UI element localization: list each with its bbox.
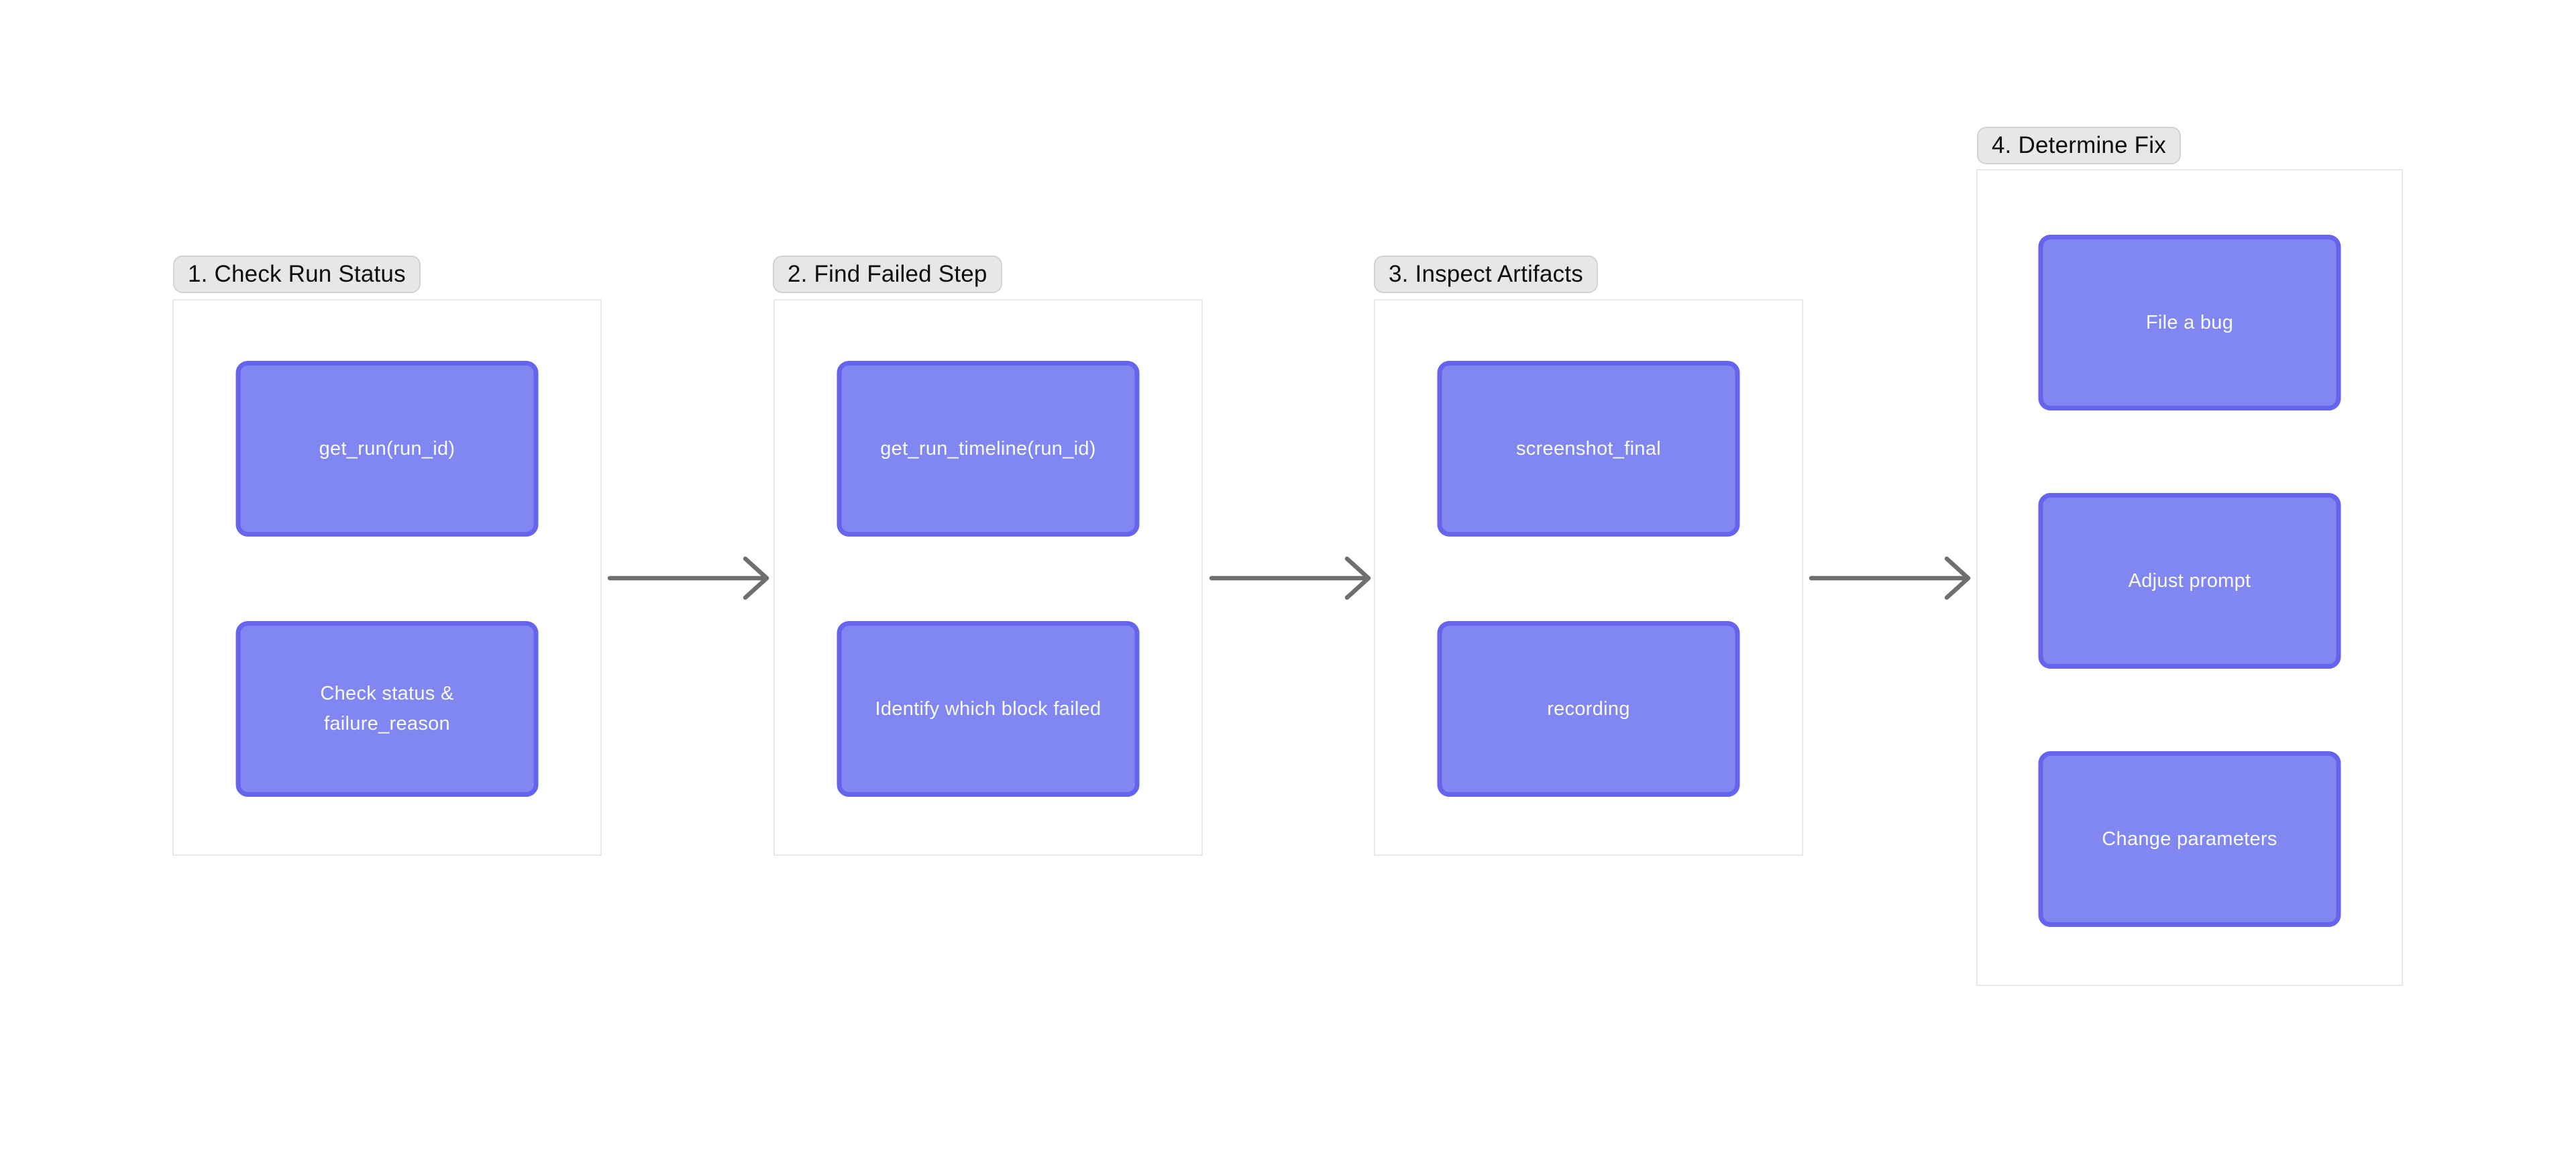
group-3-label-text: 3. Inspect Artifacts: [1389, 261, 1583, 287]
arrow-right-icon: [1209, 556, 1371, 600]
node-identify-failed-block: Identify which block failed: [837, 621, 1140, 797]
node-change-parameters-text: Change parameters: [2102, 828, 2277, 850]
node-recording: recording: [1437, 621, 1740, 797]
node-get-run-text: get_run(run_id): [319, 437, 455, 459]
node-recording-text: recording: [1547, 698, 1630, 720]
node-identify-failed-block-text: Identify which block failed: [875, 698, 1102, 720]
node-get-run: get_run(run_id): [235, 361, 539, 537]
group-4-frame: File a bug Adjust prompt Change paramete…: [1976, 169, 2403, 986]
group-2-label-text: 2. Find Failed Step: [788, 261, 987, 287]
node-get-run-timeline: get_run_timeline(run_id): [837, 361, 1140, 537]
group-3-frame: screenshot_final recording: [1374, 299, 1803, 856]
node-check-status-failure-reason: Check status & failure_reason: [235, 621, 539, 797]
node-screenshot-final: screenshot_final: [1437, 361, 1740, 537]
node-adjust-prompt-text: Adjust prompt: [2128, 569, 2251, 592]
group-2-frame: get_run_timeline(run_id) Identify which …: [773, 299, 1203, 856]
flow-arrow-3: [1809, 548, 1974, 608]
node-get-run-timeline-text: get_run_timeline(run_id): [880, 437, 1096, 459]
flow-arrow-1: [607, 548, 772, 608]
group-2-label: 2. Find Failed Step: [773, 256, 1002, 293]
node-file-a-bug: File a bug: [2038, 235, 2341, 410]
group-1-label-text: 1. Check Run Status: [188, 261, 406, 287]
arrow-right-icon: [607, 556, 769, 600]
arrow-right-icon: [1809, 556, 1971, 600]
node-check-status-failure-reason-text: Check status & failure_reason: [320, 683, 454, 734]
group-1-label: 1. Check Run Status: [173, 256, 421, 293]
flow-arrow-2: [1209, 548, 1374, 608]
group-3-label: 3. Inspect Artifacts: [1374, 256, 1598, 293]
group-1-frame: get_run(run_id) Check status & failure_r…: [172, 299, 602, 856]
group-4-label: 4. Determine Fix: [1977, 127, 2181, 164]
node-screenshot-final-text: screenshot_final: [1516, 437, 1661, 459]
group-4-label-text: 4. Determine Fix: [1992, 132, 2166, 158]
node-change-parameters: Change parameters: [2038, 751, 2341, 927]
node-adjust-prompt: Adjust prompt: [2038, 493, 2341, 669]
node-file-a-bug-text: File a bug: [2145, 311, 2234, 333]
